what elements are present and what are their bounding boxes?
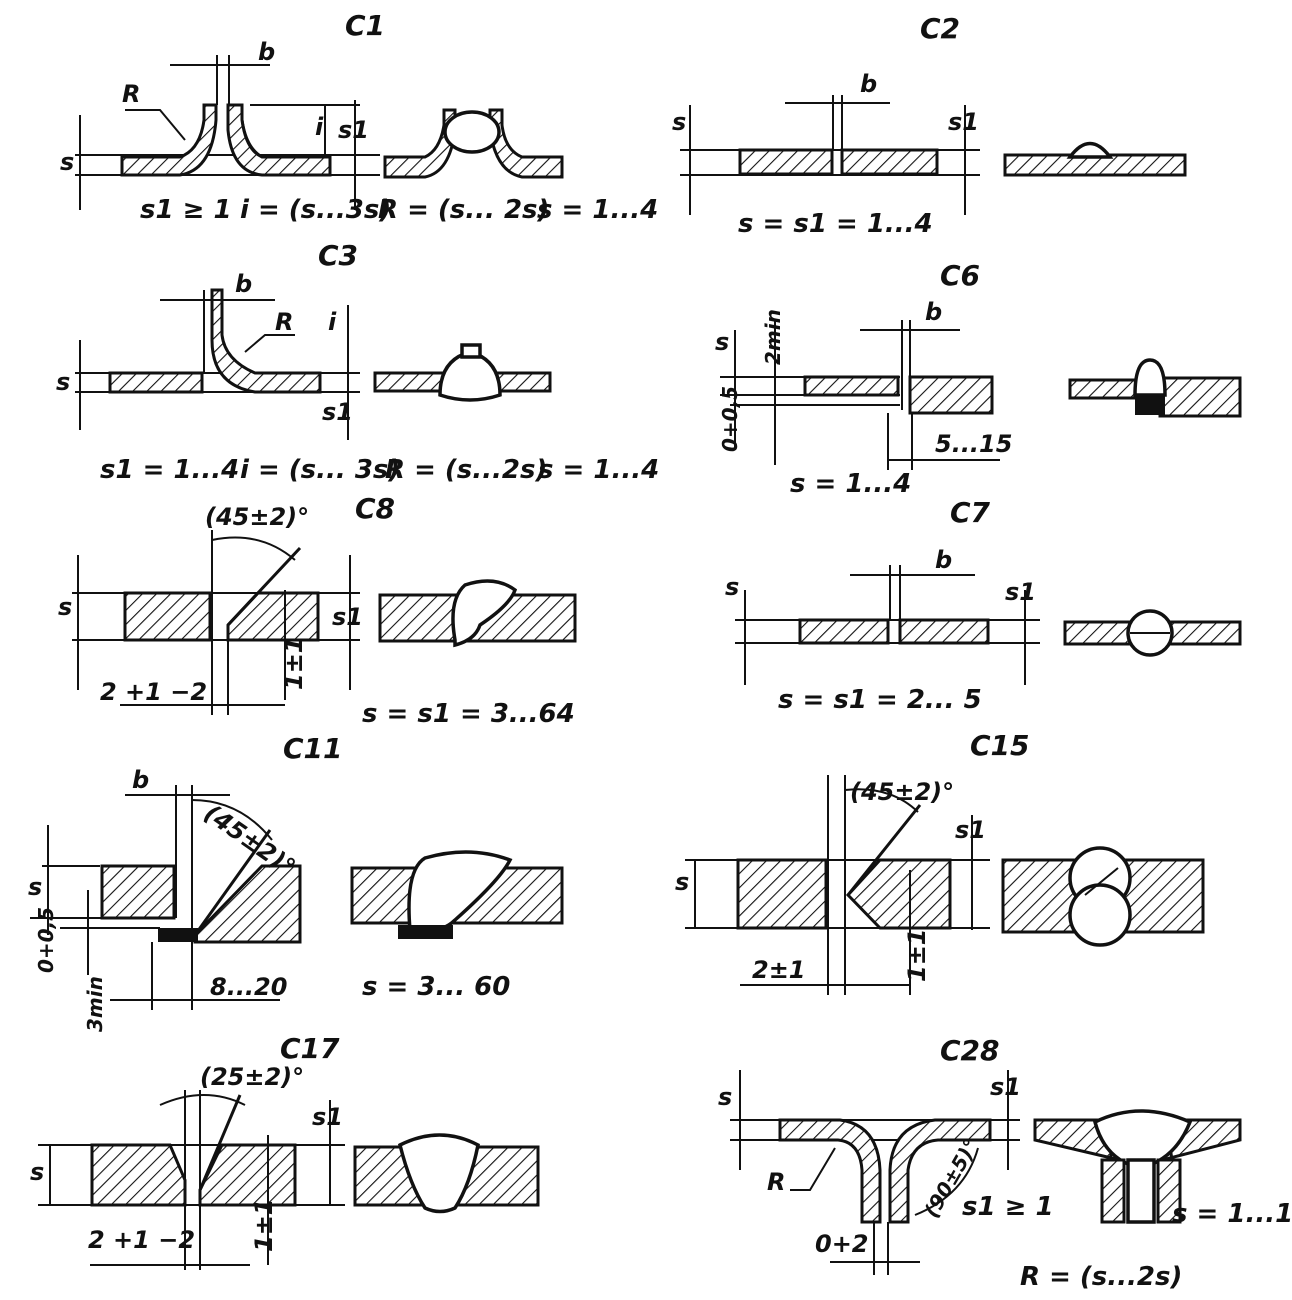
label-s1: s1	[332, 603, 363, 631]
label-s1: s1	[990, 1073, 1021, 1101]
condition-3: R = (s...2s)	[1020, 1262, 1182, 1292]
label-min: 3min	[83, 976, 107, 1032]
label-s1: s1	[338, 116, 369, 144]
joint-c2: C2 b s s1 s = s1 = 1...4	[672, 12, 1187, 239]
joint-title: C2	[920, 12, 960, 45]
joint-title: C28	[940, 1034, 1000, 1067]
joint-title: C17	[280, 1032, 340, 1065]
label-s1: s1	[948, 108, 979, 136]
label-b: b	[235, 270, 252, 298]
label-angle: (45±2)°	[199, 799, 300, 882]
label-root: 1±1	[250, 1198, 278, 1252]
label-min: 2min	[761, 309, 785, 365]
joint-title: C8	[355, 492, 395, 525]
label-s: s	[60, 148, 74, 176]
condition-1: s = 1...4	[790, 469, 911, 499]
label-gap: 2 +1 −2	[100, 678, 207, 706]
label-r: R	[767, 1168, 785, 1196]
label-r: R	[275, 308, 293, 336]
label-s: s	[725, 573, 739, 601]
joint-c3: C3 b R i s s1 s1 = 1...4 i = (s... 3s) R…	[56, 239, 659, 485]
condition-2: i = (s... 3s)	[240, 455, 400, 485]
label-angle: (45±2)°	[850, 778, 954, 806]
label-s: s	[30, 1158, 44, 1186]
condition-1: s = 3... 60	[362, 972, 510, 1002]
joint-c1: C1 b R s i s1 s1 ≥ 1 i = (s...3s) R = (s…	[60, 9, 658, 225]
label-range: 5...15	[935, 430, 1012, 458]
joint-c15: C15 (45±2)° 2±1 1±1 s s1	[675, 729, 1205, 995]
condition-3: R = (s...2s)	[385, 455, 547, 485]
joint-title: C6	[940, 259, 980, 292]
label-gap: 2 +1 −2	[88, 1226, 195, 1254]
condition-1: s = s1 = 2... 5	[778, 685, 982, 715]
label-angle: (45±2)°	[205, 503, 309, 531]
label-gap: 0+2	[815, 1230, 869, 1258]
label-tol: 0+0,5	[718, 386, 742, 452]
condition-4: s = 1...4	[538, 455, 659, 485]
label-i: i	[315, 113, 324, 141]
label-b: b	[935, 546, 952, 574]
label-b: b	[258, 38, 275, 66]
joint-c17: C17 (25±2)° 2 +1 −2 1±1 s s1	[30, 1032, 540, 1270]
label-s: s	[58, 593, 72, 621]
label-r: R	[122, 80, 140, 108]
label-s: s	[718, 1083, 732, 1111]
condition-1: s = s1 = 3...64	[362, 699, 575, 729]
joint-title: C3	[318, 239, 358, 272]
label-b: b	[132, 766, 149, 794]
condition-2: s = 1...12	[1172, 1199, 1292, 1229]
label-root: 1±1	[903, 928, 931, 982]
label-s: s	[672, 108, 686, 136]
label-s1: s1	[322, 398, 353, 426]
joint-c28: C28 0+2 R (90±5)° s s1 s1 ≥ 1 s = 1...12…	[718, 1034, 1292, 1292]
label-s: s	[715, 328, 729, 356]
label-range: 8...20	[210, 973, 287, 1001]
condition-4: s = 1...4	[537, 195, 658, 225]
condition-1: s1 ≥ 1	[140, 195, 232, 225]
joint-c6: C6 b 5...15 s 2min 0+0,5 s = 1...4	[715, 259, 1242, 499]
label-b: b	[925, 298, 942, 326]
joint-title: C11	[283, 732, 343, 765]
label-s1: s1	[312, 1103, 343, 1131]
condition-2: i = (s...3s)	[240, 195, 391, 225]
condition-3: R = (s... 2s)	[378, 195, 549, 225]
joint-c11: C11 b (45±2)° 8...20 s 0+0,5 3min s = 3.…	[28, 732, 564, 1032]
label-s: s	[28, 873, 42, 901]
label-root: 1±1	[280, 636, 308, 690]
label-s1: s1	[955, 816, 986, 844]
joint-c8: C8 (45±2)° 2 +1 −2 1±1 s s1 s = s1 = 3..…	[58, 492, 577, 729]
label-gap: 2±1	[752, 956, 806, 984]
joint-c7: C7 b s s1 s = s1 = 2... 5	[725, 496, 1242, 715]
condition-1: s1 ≥ 1	[962, 1192, 1054, 1222]
label-angle: (25±2)°	[200, 1063, 304, 1091]
label-tol: 0+0,5	[34, 907, 58, 973]
label-s: s	[56, 368, 70, 396]
label-s1: s1	[1005, 578, 1036, 606]
condition-1: s1 = 1...4	[100, 455, 239, 485]
label-b: b	[860, 70, 877, 98]
joint-title: C1	[345, 9, 385, 42]
condition-1: s = s1 = 1...4	[738, 209, 933, 239]
joint-title: C15	[970, 729, 1030, 762]
label-i: i	[328, 308, 337, 336]
joint-title: C7	[950, 496, 991, 529]
label-s: s	[675, 868, 689, 896]
